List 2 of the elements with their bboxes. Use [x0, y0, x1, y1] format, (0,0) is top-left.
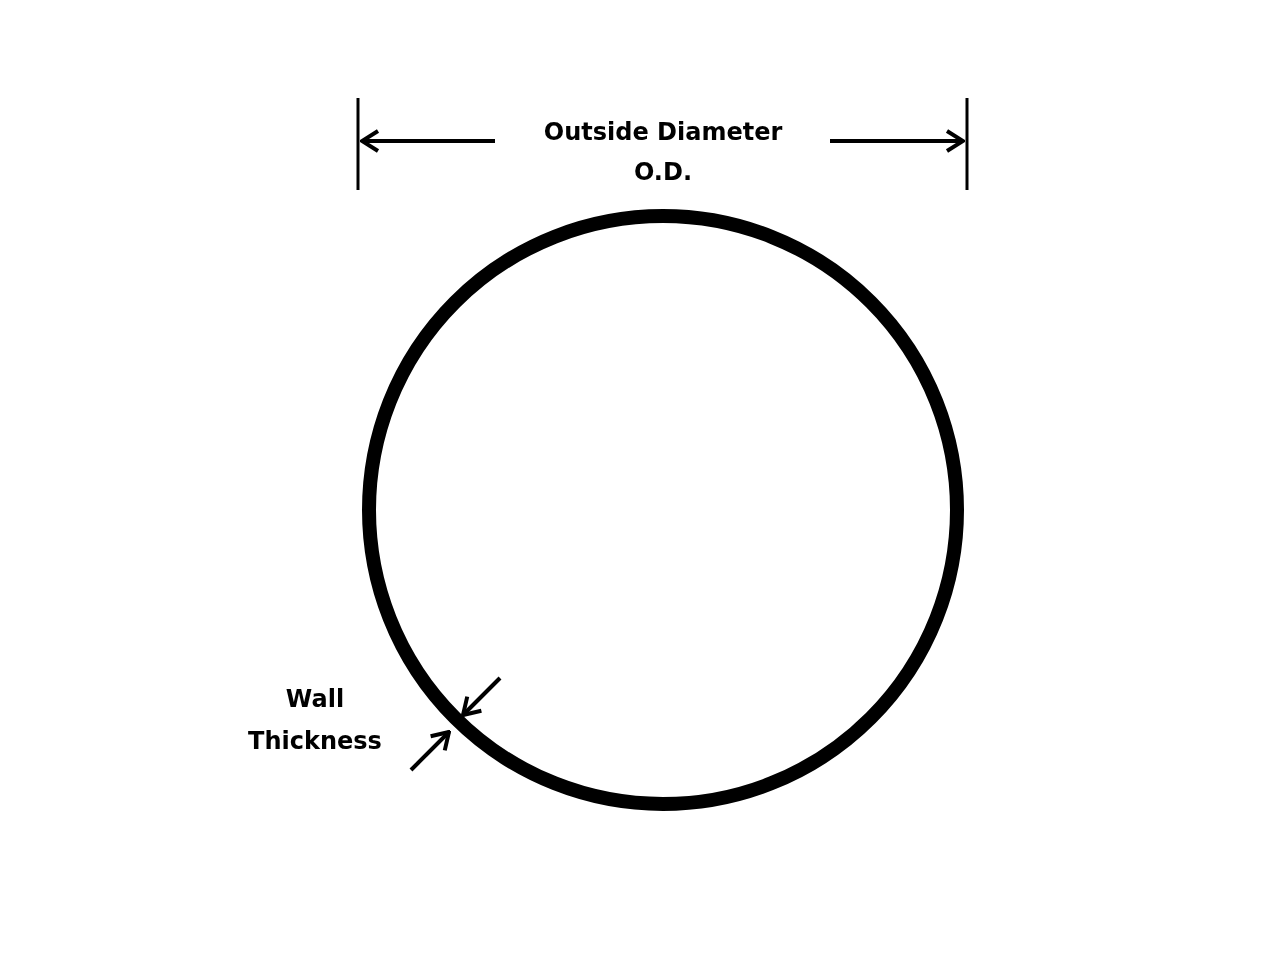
dimension-label: Wall Thickness: [247, 684, 383, 757]
dimension-label: Outside Diameter O.D.: [542, 117, 784, 188]
